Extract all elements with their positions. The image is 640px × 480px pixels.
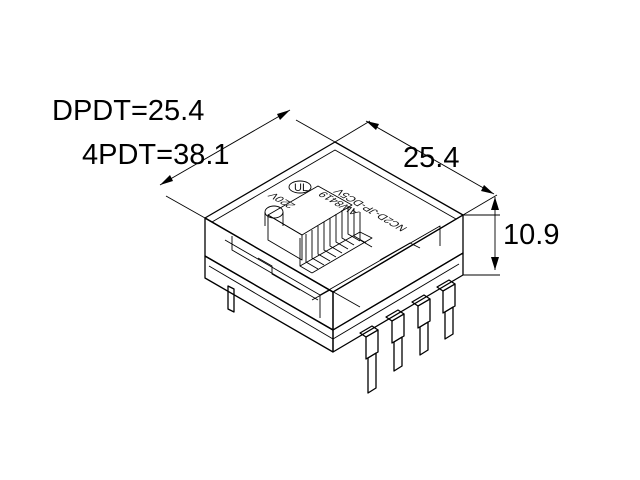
label-width-4pdt: 4PDT=38.1 [82,139,230,171]
dimension-height [463,197,500,276]
svg-text:UL: UL [294,182,308,194]
pin-left-rear [227,285,235,313]
pin-2 [385,309,405,372]
pin-1 [359,325,379,394]
base-left-face [204,255,334,353]
label-depth: 25.4 [403,142,459,174]
ul-logo [288,180,312,194]
dimension-width [159,109,336,219]
relay-internals: UL [224,180,441,318]
relay-pins [227,279,456,394]
cover-left-face [204,217,334,331]
relay-coil-fins [299,206,373,274]
label-height: 10.9 [503,219,559,251]
cover-markings: 220V AW8419 NC2D-JP-DC5V [265,186,410,232]
pin-3 [411,294,431,356]
label-width-dpdt: DPDT=25.4 [52,95,204,127]
pin-4 [436,279,456,340]
dimension-depth [334,120,498,216]
